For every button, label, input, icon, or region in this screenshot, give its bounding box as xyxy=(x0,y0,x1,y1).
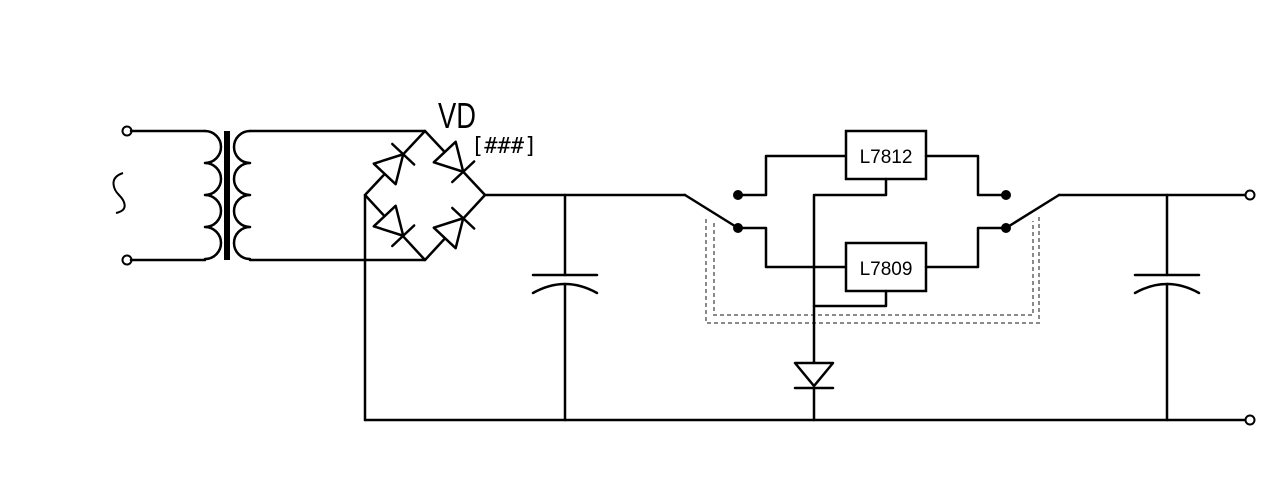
output-terminal-positive xyxy=(1244,189,1256,201)
switch-contact-upper-right xyxy=(1001,190,1011,200)
ac-symbol xyxy=(112,172,126,214)
ac-input xyxy=(112,125,207,266)
output-terminal-negative xyxy=(1244,414,1256,426)
bridge-rectifier: VD [###] xyxy=(363,95,537,262)
bridge-label: VD xyxy=(438,95,476,136)
ground-diode xyxy=(793,361,835,390)
input-selector-switch xyxy=(683,154,848,269)
output-capacitor xyxy=(1133,193,1201,422)
regulator-l7809: L7809 xyxy=(844,226,1008,293)
switch-lever-right xyxy=(1004,193,1061,230)
regulator-ground-network xyxy=(793,177,888,422)
regulator-bottom-label: L7809 xyxy=(860,259,913,280)
regulator-l7812: L7812 xyxy=(844,129,1008,197)
primary-winding xyxy=(203,129,223,261)
output-selector-switch xyxy=(1001,189,1256,233)
diode-d1 xyxy=(372,142,416,186)
diode-d2 xyxy=(432,140,476,184)
rails xyxy=(363,193,1256,426)
transformer xyxy=(203,129,427,262)
switch-link xyxy=(705,217,1040,324)
diode-d3 xyxy=(372,204,416,248)
regulator-top-label: L7812 xyxy=(860,147,913,168)
input-capacitor xyxy=(531,193,599,422)
diode-d4 xyxy=(432,206,476,250)
secondary-winding xyxy=(232,129,252,261)
switch-lever-left xyxy=(683,193,740,230)
bridge-part-number: [###] xyxy=(471,134,537,159)
